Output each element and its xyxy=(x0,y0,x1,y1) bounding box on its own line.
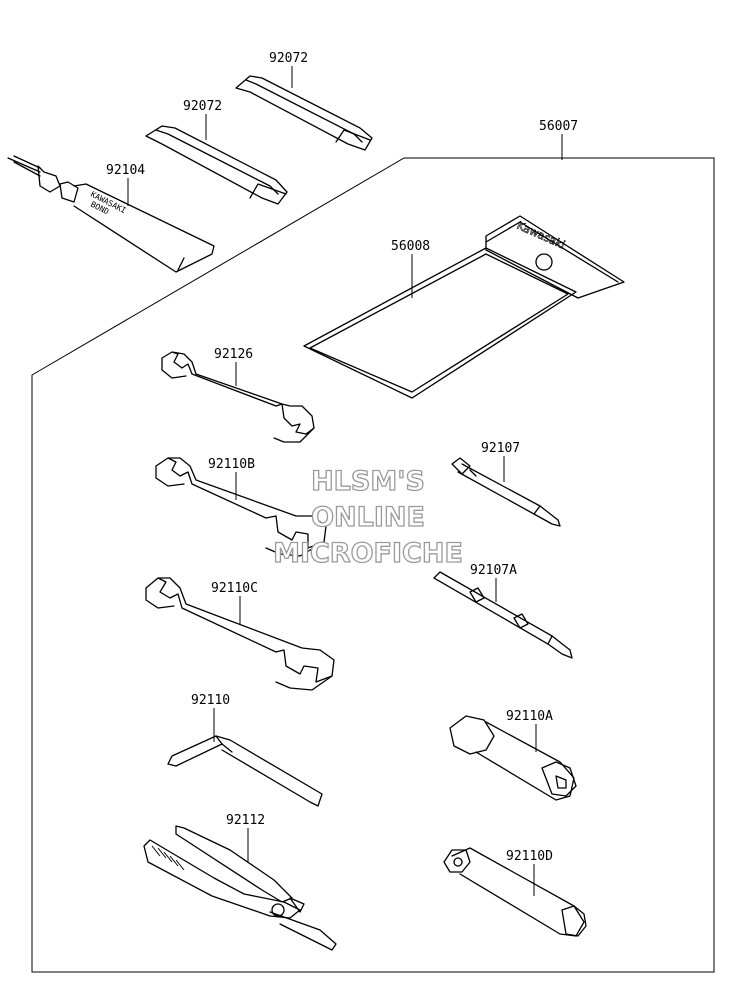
strap-92072-lower xyxy=(145,125,288,205)
part-label-92110c: 92110C xyxy=(211,581,258,596)
wrench-92110c xyxy=(145,577,335,691)
kit-boundary xyxy=(31,157,715,973)
wrench-92110b xyxy=(155,457,327,557)
part-label-92072-upper: 92072 xyxy=(269,51,308,66)
pliers-92112 xyxy=(143,825,337,951)
watermark: HLSM'S ONLINE MICROFICHE xyxy=(272,465,463,569)
leader-lines xyxy=(127,66,563,896)
part-label-92107a: 92107A xyxy=(470,563,517,578)
watermark-line2: ONLINE xyxy=(311,502,425,533)
hex-key-92110 xyxy=(167,735,323,807)
watermark-line1: HLSM'S xyxy=(311,466,425,497)
pouch-logo: Kawasaki xyxy=(515,219,567,252)
part-label-92104: 92104 xyxy=(106,163,145,178)
part-label-92112: 92112 xyxy=(226,813,265,828)
strap-92072-upper xyxy=(235,75,373,151)
part-label-92110a: 92110A xyxy=(506,709,553,724)
wrench-92126 xyxy=(161,351,315,443)
screwdriver-92107a xyxy=(433,571,573,659)
watermark-line3: MICROFICHE xyxy=(273,538,463,569)
part-label-56008: 56008 xyxy=(391,239,430,254)
part-label-56007: 56007 xyxy=(539,119,578,134)
screwdriver-92107 xyxy=(451,457,561,527)
part-label-92110b: 92110B xyxy=(208,457,255,472)
part-label-92110: 92110 xyxy=(191,693,230,708)
box-spanner-92110a xyxy=(449,715,577,801)
part-label-92072-lower: 92072 xyxy=(183,99,222,114)
tool-pouch-56008: Kawasaki xyxy=(303,215,625,399)
part-label-92107: 92107 xyxy=(481,441,520,456)
box-spanner-92110d xyxy=(443,847,587,937)
part-label-92126: 92126 xyxy=(214,347,253,362)
part-label-92110d: 92110D xyxy=(506,849,553,864)
